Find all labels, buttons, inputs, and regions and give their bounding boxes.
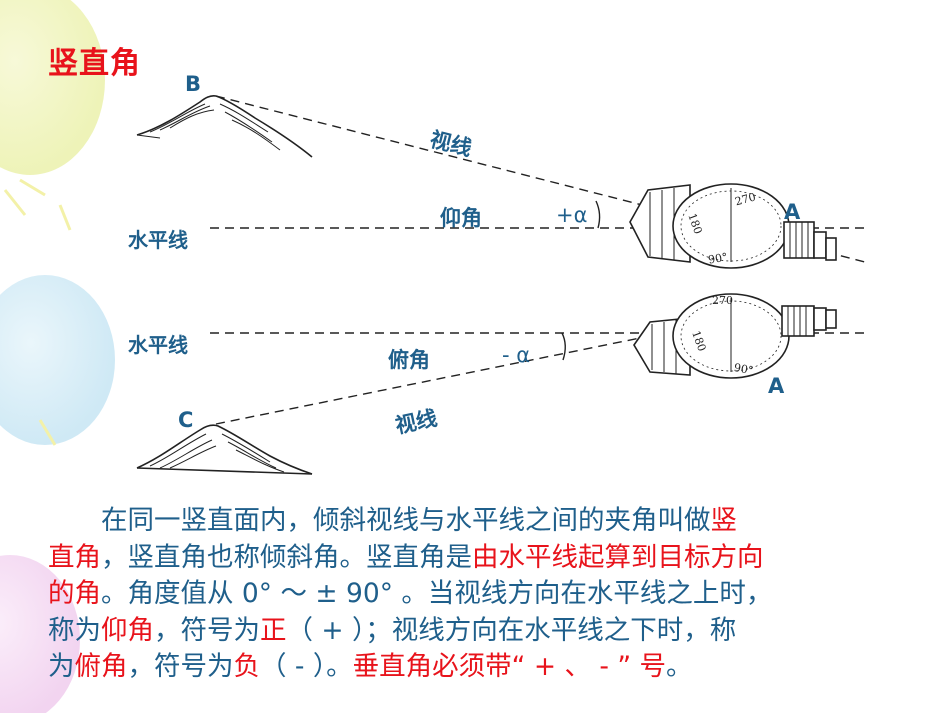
para-line-4: 称为仰角，符号为正（ + ）；视线方向在水平线之下时，称 xyxy=(48,614,737,646)
horizontal-line-bottom-label: 水平线 xyxy=(128,333,188,357)
theodolite-bottom xyxy=(633,293,837,379)
mountain-c xyxy=(136,424,313,475)
para-line-2: 直角，竖直角也称倾斜角。竖直角是由水平线起算到目标方向 xyxy=(48,541,764,573)
depression-angle-label: 俯角 xyxy=(388,348,430,372)
para-line-5: 为俯角，符号为负（ - ）。垂直角必须带“ + 、 - ” 号。 xyxy=(48,651,693,682)
dial-90-bottom: 90° xyxy=(733,361,754,377)
elevation-angle-label: 仰角 xyxy=(440,206,482,230)
balloon-pink xyxy=(0,555,80,713)
point-b-label: B xyxy=(185,72,202,96)
mountain-b xyxy=(136,95,313,158)
para-line-3: 的角。角度值从 0° ～ ± 90° 。当视线方向在水平线之上时， xyxy=(48,578,773,609)
depression-arc xyxy=(561,332,566,361)
dial-90-top: 90° xyxy=(707,250,728,266)
point-c-label: C xyxy=(178,408,194,432)
para-line-1: 在同一竖直面内，倾斜视线与水平线之间的夹角叫做竖 xyxy=(48,505,737,536)
point-a-bottom-label: A xyxy=(768,374,785,398)
dial-270-top: 270 xyxy=(734,190,758,208)
vertical-angle-diagram: 270 90° 180 270 90° 180 xyxy=(136,95,866,475)
dial-270-bottom: 270 xyxy=(712,294,733,307)
plus-alpha-label: +α xyxy=(556,203,588,227)
balloon-yellow xyxy=(0,0,105,175)
elevation-arc xyxy=(595,200,601,229)
theodolite-top xyxy=(629,183,837,269)
horizontal-line-top-label: 水平线 xyxy=(128,228,188,252)
balloon-blue xyxy=(0,275,115,445)
definition-paragraph: 在同一竖直面内，倾斜视线与水平线之间的夹角叫做竖 直角，竖直角也称倾斜角。竖直角… xyxy=(48,503,918,686)
point-a-top-label: A xyxy=(784,200,801,224)
page-title: 竖直角 xyxy=(48,46,141,81)
sight-line-bottom xyxy=(215,337,641,425)
minus-alpha-label: - α xyxy=(502,343,531,367)
